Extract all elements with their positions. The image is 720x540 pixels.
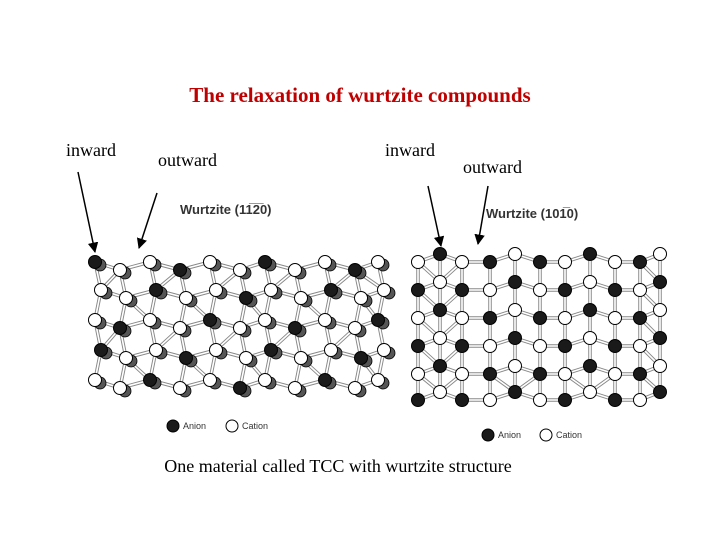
legend-right-cation: Cation <box>556 430 583 440</box>
legend-right-anion: Anion <box>498 430 522 440</box>
anion-legend-icon <box>166 419 180 433</box>
label-left-inward: inward <box>66 140 116 160</box>
label-right-outward: outward <box>463 157 522 177</box>
wurtzite-10-10-structure <box>411 247 667 407</box>
arrow-right-inward <box>427 185 445 248</box>
label-right-inward: inward <box>385 140 435 160</box>
wurtzite-11-20-structure <box>88 255 396 398</box>
figure-right-title: Wurtzite (101̅0) <box>486 206 579 221</box>
page-title: The relaxation of wurtzite compounds <box>189 83 531 107</box>
arrow-left-inward <box>77 171 99 254</box>
cation-legend-icon <box>539 428 553 442</box>
caption: One material called TCC with wurtzite st… <box>164 456 512 476</box>
arrow-left-outward <box>136 192 158 249</box>
arrow-right-outward <box>474 185 489 246</box>
figure-left-title: Wurtzite (11̅2̅0) <box>180 202 272 217</box>
legend-left-cation: Cation <box>242 421 269 431</box>
label-left-outward: outward <box>158 150 217 170</box>
cation-legend-icon <box>225 419 239 433</box>
anion-legend-icon <box>481 428 495 442</box>
legend-left-anion: Anion <box>183 421 207 431</box>
